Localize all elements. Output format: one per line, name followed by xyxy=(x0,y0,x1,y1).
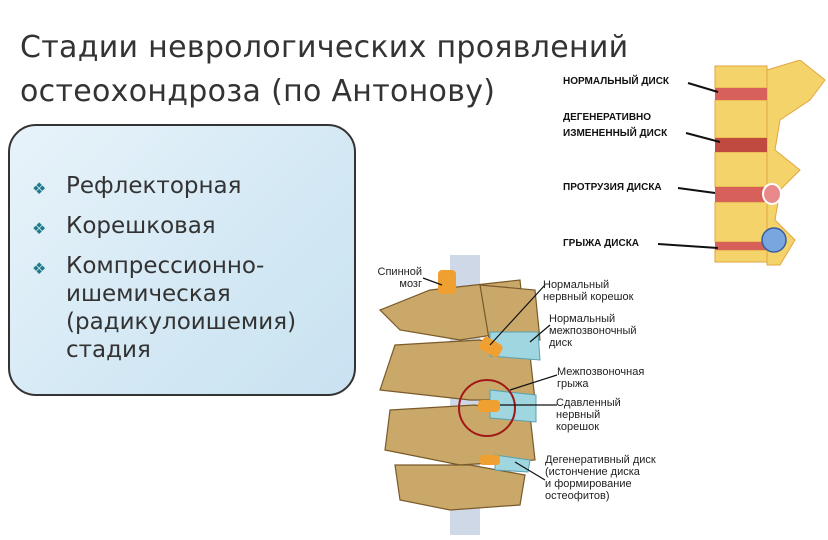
stage-label: Корешковая xyxy=(66,213,216,239)
stage-label: Рефлекторная xyxy=(66,173,242,199)
list-item: ❖ Рефлекторная xyxy=(32,172,296,203)
stages-panel xyxy=(8,124,356,396)
label-spinal-cord: Спинной мозг xyxy=(377,266,422,290)
spine-disc-stages-illustration xyxy=(657,60,826,266)
list-item: ❖ Корешковая xyxy=(32,212,296,243)
label-normal-disc-bottom: Нормальный межпозвоночный диск xyxy=(549,313,637,349)
label-normal-nerve-root: Нормальный нервный корешок xyxy=(543,279,634,303)
vertebrae-hernia-illustration xyxy=(378,255,558,535)
label-intervertebral-hernia: Межпозвоночная грыжа xyxy=(557,366,645,390)
stage-label: Компрессионно- ишемическая (радикулоишем… xyxy=(66,253,297,363)
title-line-2: остеохондроза (по Антонову) xyxy=(20,74,496,109)
label-degenerative-disc-line2: ИЗМЕНЕННЫЙ ДИСК xyxy=(563,128,668,139)
title-line-1: Стадии неврологических проявлений xyxy=(20,30,629,65)
diamond-bullet-icon: ❖ xyxy=(32,219,47,238)
slide-title: Стадии неврологических проявлений остеох… xyxy=(20,26,628,114)
label-degenerative-disc-bottom: Дегенеративный диск (истончение диска и … xyxy=(545,454,656,502)
diamond-bullet-icon: ❖ xyxy=(32,259,47,278)
label-degenerative-disc-line1: ДЕГЕНЕРАТИВНО xyxy=(563,112,652,123)
stages-list: ❖ Рефлекторная ❖ Корешковая ❖ Компрессионно… xyxy=(32,172,296,373)
diamond-bullet-icon: ❖ xyxy=(32,179,47,198)
label-compressed-nerve-root: Сдавленный нервный корешок xyxy=(556,397,621,433)
label-protrusion: ПРОТРУЗИЯ ДИСКА xyxy=(563,182,662,193)
list-item: ❖ Компрессионно- ишемическая (радикулоише… xyxy=(32,252,296,364)
label-hernia: ГРЫЖА ДИСКА xyxy=(563,238,640,249)
label-normal-disc: НОРМАЛЬНЫЙ ДИСК xyxy=(563,76,670,87)
